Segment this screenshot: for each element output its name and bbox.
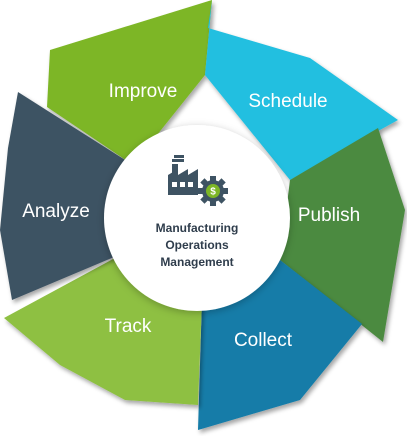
- center-title-line-2: Operations: [165, 238, 229, 252]
- label-analyze: Analyze: [22, 201, 90, 222]
- segment-collect: [198, 260, 362, 430]
- label-improve: Improve: [109, 81, 178, 102]
- factory-gear-dollar-icon: $: [168, 155, 228, 206]
- center-hub: $ Manufacturing Operations Management: [104, 125, 290, 311]
- segment-schedule: [205, 0, 398, 180]
- center-title-line-3: Management: [160, 255, 233, 269]
- label-collect: Collect: [234, 330, 293, 351]
- center-circle: [104, 125, 290, 311]
- segment-labels: Improve Schedule Publish Collect Track A…: [22, 81, 360, 351]
- label-track: Track: [105, 316, 152, 337]
- segment-analyze: [0, 92, 133, 300]
- segment-publish: [280, 128, 405, 342]
- center-title-line-1: Manufacturing: [156, 221, 239, 235]
- segment-improve: [47, 0, 212, 165]
- label-publish: Publish: [298, 205, 360, 226]
- svg-text:$: $: [210, 187, 216, 198]
- label-schedule: Schedule: [248, 91, 327, 112]
